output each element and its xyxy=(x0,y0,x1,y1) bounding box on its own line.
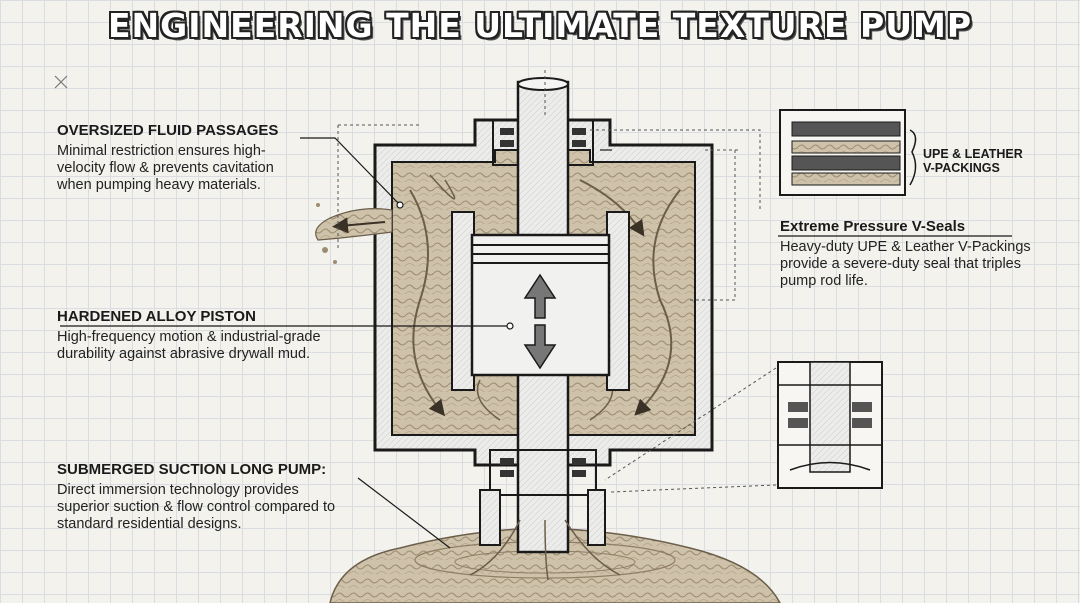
corner-mark xyxy=(54,75,68,89)
callout-fluid-body: Minimal restriction ensures high-velocit… xyxy=(57,143,274,193)
callout-submerged-suction: SUBMERGED SUCTION LONG PUMP: Direct imme… xyxy=(57,461,352,533)
page-title: ENGINEERING THE ULTIMATE TEXTURE PUMP xyxy=(107,6,973,45)
dimension-lines xyxy=(337,70,761,301)
callout-piston-body: High-frequency motion & industrial-grade… xyxy=(57,329,321,362)
mud-pool xyxy=(329,527,781,603)
callout-suction-body: Direct immersion technology provides sup… xyxy=(57,482,336,532)
packing-label-line2: V-PACKINGS xyxy=(923,161,1000,175)
cylinder-wall-right xyxy=(606,211,630,391)
up-arrow-icon xyxy=(523,273,557,319)
down-arrow-icon xyxy=(523,324,557,370)
callout-fluid-passages: OVERSIZED FLUID PASSAGES Minimal restric… xyxy=(57,122,307,194)
callout-piston-heading: HARDENED ALLOY PISTON xyxy=(57,308,256,325)
inset-connector-lines xyxy=(604,367,777,493)
alloy-piston xyxy=(470,233,611,377)
suction-tube xyxy=(469,449,621,581)
fluid-outflow xyxy=(315,203,393,264)
v-packing-inset xyxy=(779,109,917,196)
callout-v-seals: Extreme Pressure V-Seals Heavy-duty UPE … xyxy=(780,218,1040,290)
seal-detail-inset xyxy=(777,361,883,489)
leader-lines xyxy=(60,137,1012,549)
callout-fluid-heading: OVERSIZED FLUID PASSAGES xyxy=(57,122,279,139)
callout-suction-heading: SUBMERGED SUCTION LONG PUMP: xyxy=(57,461,327,478)
packing-label-line1: UPE & LEATHER xyxy=(923,147,1023,161)
cylinder-wall-left xyxy=(451,211,475,391)
callout-seals-body: Heavy-duty UPE & Leather V-Packings prov… xyxy=(780,239,1031,289)
callout-alloy-piston: HARDENED ALLOY PISTON High-frequency mot… xyxy=(57,308,327,363)
callout-seals-heading: Extreme Pressure V-Seals xyxy=(780,218,966,235)
